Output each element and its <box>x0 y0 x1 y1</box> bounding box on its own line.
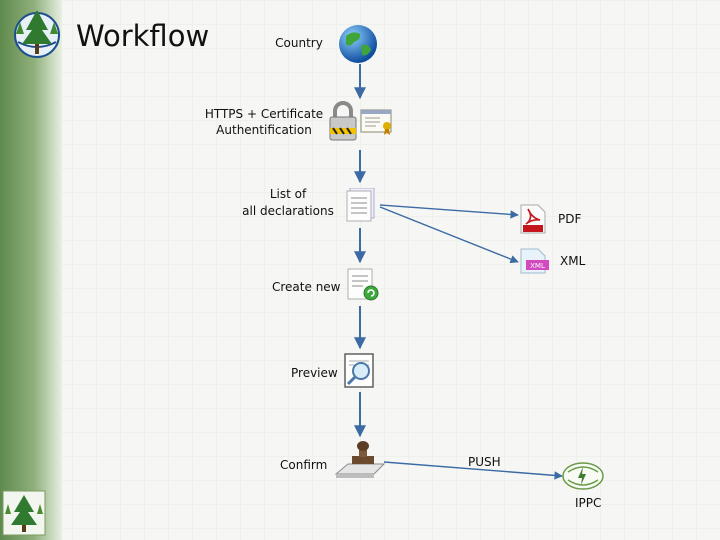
arrow-list-to-pdf <box>379 204 519 219</box>
ippc-label: IPPC <box>575 496 602 510</box>
push-label: PUSH <box>468 455 501 469</box>
confirm-label: Confirm <box>280 458 328 472</box>
arrow-confirm-to-ippc <box>383 461 563 480</box>
left-decorative-bar <box>0 0 62 540</box>
auth-label-line2: Authentification <box>216 123 312 137</box>
auth-label-line1: HTTPS + Certificate <box>204 107 324 121</box>
document-list-icon <box>346 188 375 222</box>
country-label: Country <box>275 36 323 50</box>
list-label-line1: List of <box>269 187 307 201</box>
page-title: Workflow <box>76 19 210 53</box>
ippc-logo-icon <box>562 462 604 490</box>
new-document-icon <box>347 268 379 301</box>
create-label: Create new <box>272 280 341 294</box>
certificate-icon <box>360 109 392 135</box>
preview-label: Preview <box>291 366 338 380</box>
arrow-list-to-xml <box>379 206 519 264</box>
xml-file-icon: XML <box>520 248 549 274</box>
padlock-icon <box>329 101 357 141</box>
xml-label: XML <box>560 254 586 268</box>
svg-text:XML: XML <box>530 262 545 270</box>
forest-logo-icon <box>14 10 60 58</box>
forest-logo-bottom-icon <box>2 490 46 536</box>
stamp-icon <box>334 441 386 478</box>
list-label-line2: all declarations <box>242 204 334 218</box>
pdf-label: PDF <box>558 212 582 226</box>
pdf-file-icon <box>520 204 546 234</box>
magnifier-document-icon <box>344 353 374 388</box>
globe-icon <box>339 25 377 63</box>
